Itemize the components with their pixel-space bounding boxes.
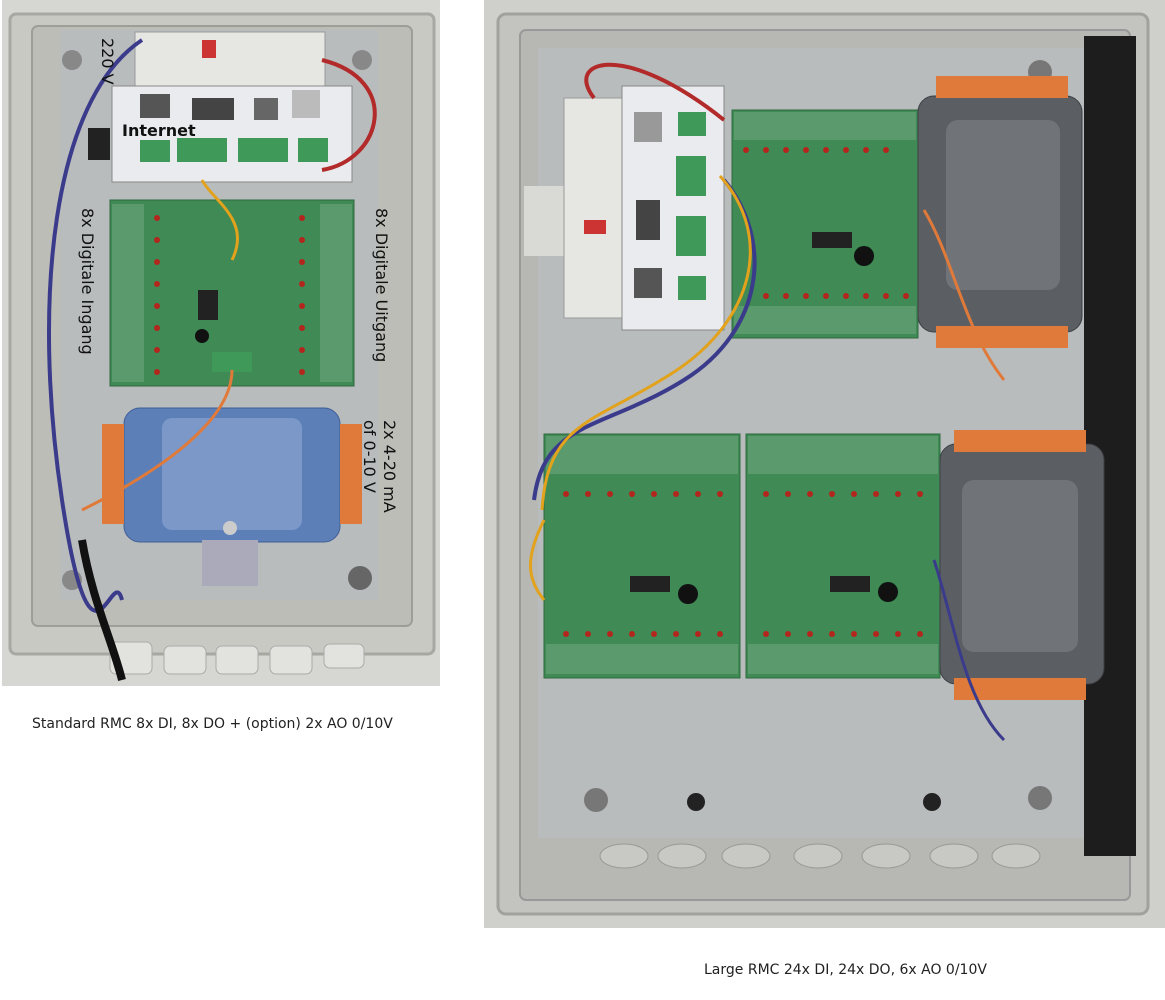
ao-module-face	[162, 418, 302, 530]
wire-bundle-6	[529, 519, 546, 601]
din-rail-clip	[202, 540, 258, 586]
io-board-bottom-right	[745, 433, 941, 679]
terminal-bus2	[238, 138, 288, 162]
label-digital-outputs: 8x Digitale Uitgang	[372, 208, 391, 362]
wire-bundle-5	[78, 539, 126, 681]
wire-bundle-4	[81, 369, 234, 512]
io-board-bottom-left-cap	[678, 584, 698, 604]
io-board-bottom-left-lower	[546, 644, 738, 674]
wire-bundle-1	[47, 38, 144, 613]
io-board-bottom-right-upper	[748, 436, 938, 474]
ao-module-screw	[223, 521, 237, 535]
ao-top-terminal-upper	[936, 76, 1068, 98]
usb-port	[634, 112, 662, 142]
ao-bottom-terminal-upper	[954, 430, 1086, 452]
io-board-bottom-right-chip	[830, 576, 870, 592]
wire-bundle-4	[922, 209, 1006, 381]
screw-tl	[62, 50, 82, 70]
io-board-bottom-left-upper	[546, 436, 738, 474]
io-board-bottom-left-chip	[630, 576, 670, 592]
serial-port	[636, 200, 660, 240]
wire-bundle-2	[321, 58, 377, 172]
wire-bundle-3	[540, 174, 752, 511]
psu-logo	[202, 40, 216, 58]
io-board-top-terminals-upper	[734, 112, 916, 140]
io-board-left-terminals	[112, 204, 144, 382]
terminal-pwr	[140, 140, 170, 162]
label-analog-line2: of 0-10 V	[360, 420, 379, 493]
label-analog-line1: 2x 4-20 mA	[380, 420, 399, 513]
ao-terminal-left	[102, 424, 124, 524]
standard-rmc-caption: Standard RMC 8x DI, 8x DO + (option) 2x …	[32, 716, 393, 732]
io-board-chip	[198, 290, 218, 320]
io-board-cap	[195, 329, 209, 343]
label-internet: Internet	[122, 121, 196, 140]
label-digital-inputs: 8x Digitale Ingang	[78, 208, 97, 355]
ao-terminal-right	[340, 424, 362, 524]
io-board-top-cap	[854, 246, 874, 266]
io-board-top	[731, 109, 919, 339]
screw-br	[1028, 786, 1052, 810]
usb-port	[254, 98, 278, 120]
wire-bundle-1	[532, 178, 757, 501]
ao-bottom-terminal-lower	[954, 678, 1086, 700]
io-board-connector	[212, 352, 252, 372]
cable-glands	[109, 641, 365, 675]
io-board-leds	[154, 215, 305, 375]
ethernet-port	[140, 94, 170, 118]
screw-bl	[584, 788, 608, 812]
terminal-c	[676, 216, 706, 256]
io-board-top-chip	[812, 232, 852, 248]
psu-logo	[584, 220, 606, 234]
ao-top-terminal-lower	[936, 326, 1068, 348]
io-board-top-leds	[743, 147, 909, 299]
wire-bundle-3	[200, 179, 239, 261]
screw-br	[348, 566, 372, 590]
ao-module-bottom-face	[962, 480, 1078, 652]
terminal-out	[298, 138, 328, 162]
ethernet-port	[634, 268, 662, 298]
large-rmc-caption: Large RMC 24x DI, 24x DO, 6x AO 0/10V	[704, 962, 987, 978]
hole-2	[923, 793, 941, 811]
io-board-bottom-leds	[563, 491, 923, 637]
io-board-bottom-right-lower	[748, 644, 938, 674]
large-rmc-photo	[484, 0, 1165, 928]
serial-port	[192, 98, 234, 120]
usb-port-2	[292, 90, 320, 118]
hole-1	[687, 793, 705, 811]
power-supply	[134, 31, 326, 89]
power-supply	[563, 97, 627, 319]
io-board-bottom-left	[543, 433, 741, 679]
terminal-bus	[177, 138, 227, 162]
wire-bundle-5	[932, 559, 1006, 742]
wire-bundle-2	[584, 62, 726, 122]
ao-module-top-face	[946, 120, 1060, 290]
io-board-bottom-right-cap	[878, 582, 898, 602]
io-board-top-terminals-lower	[734, 306, 916, 334]
cable-glands	[599, 843, 1041, 869]
terminal-b	[676, 156, 706, 196]
io-board-right-terminals	[320, 204, 352, 382]
terminal-a	[678, 112, 706, 136]
screw-tr	[352, 50, 372, 70]
standard-rmc-photo: 220 V Internet 8x Digitale Ingang 8x Dig…	[2, 0, 440, 686]
left-connector	[88, 128, 110, 160]
label-power: 220 V	[98, 38, 117, 85]
terminal-d	[678, 276, 706, 300]
